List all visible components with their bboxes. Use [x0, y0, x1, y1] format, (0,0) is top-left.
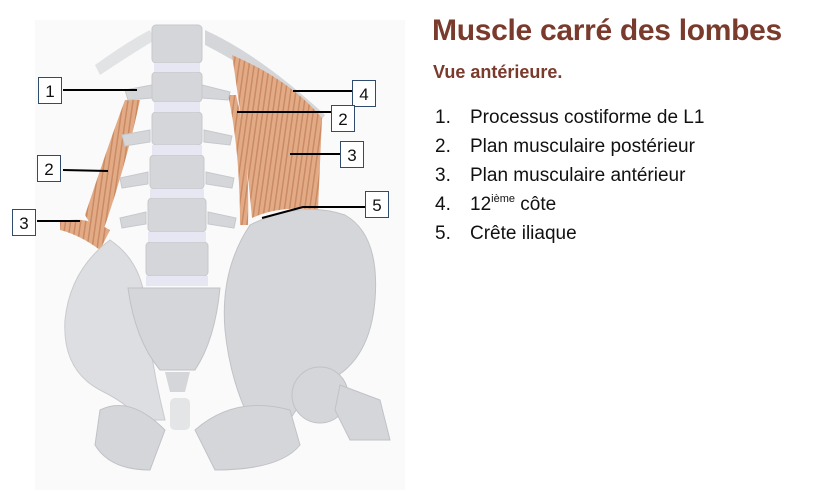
- label-box-2-right: 2: [331, 105, 355, 132]
- label-box-1: 1: [38, 77, 62, 104]
- label-box-3-right: 3: [340, 141, 364, 168]
- legend-item: 3. Plan musculaire antérieur: [435, 161, 704, 190]
- legend-list: 1. Processus costiforme de L1 2. Plan musc…: [435, 103, 704, 248]
- legend-text: Plan musculaire postérieur: [470, 136, 695, 157]
- legend-number: 1.: [435, 107, 451, 128]
- right-pubis: [194, 405, 301, 471]
- legend-item: 4. 12ième côte: [435, 190, 704, 219]
- legend-number: 2.: [435, 136, 451, 157]
- intervertebral-discs: [146, 63, 208, 286]
- legend-item: 5. Crête iliaque: [435, 219, 704, 248]
- legend-text: Crête iliaque: [470, 223, 577, 244]
- page-title: Muscle carré des lombes: [432, 14, 782, 47]
- label-box-5: 5: [365, 191, 389, 218]
- legend-text: Plan musculaire antérieur: [470, 165, 686, 186]
- leader-lines: [37, 89, 365, 222]
- coccyx: [165, 372, 190, 392]
- left-pubis: [94, 405, 166, 471]
- legend-text-after: côte: [514, 194, 557, 215]
- legend-number: 3.: [435, 165, 451, 186]
- subtitle: Vue antérieure.: [433, 62, 563, 82]
- sacrum: [127, 287, 221, 371]
- legend-number: 5.: [435, 223, 451, 244]
- quadratus-anterior-right: [232, 55, 322, 218]
- pubic-symphysis: [170, 398, 190, 430]
- quadratus-posterior-right: [228, 95, 249, 225]
- legend-item: 1. Processus costiforme de L1: [435, 103, 704, 132]
- lumbar-spine: [119, 24, 237, 277]
- quadratus-anterior-left: [60, 219, 110, 250]
- anatomy-illustration: [35, 20, 405, 490]
- left-rib-12: [95, 30, 155, 75]
- legend-text: 12: [470, 194, 492, 215]
- label-box-2-left: 2: [37, 155, 61, 182]
- legend-item: 2. Plan musculaire postérieur: [435, 132, 704, 161]
- label-box-3-left: 3: [12, 209, 36, 236]
- legend-superscript: ième: [491, 193, 515, 205]
- legend-text: Processus costiforme de L1: [470, 107, 705, 128]
- legend-number: 4.: [435, 194, 451, 215]
- femur-neck: [334, 384, 391, 441]
- label-box-4: 4: [352, 80, 376, 107]
